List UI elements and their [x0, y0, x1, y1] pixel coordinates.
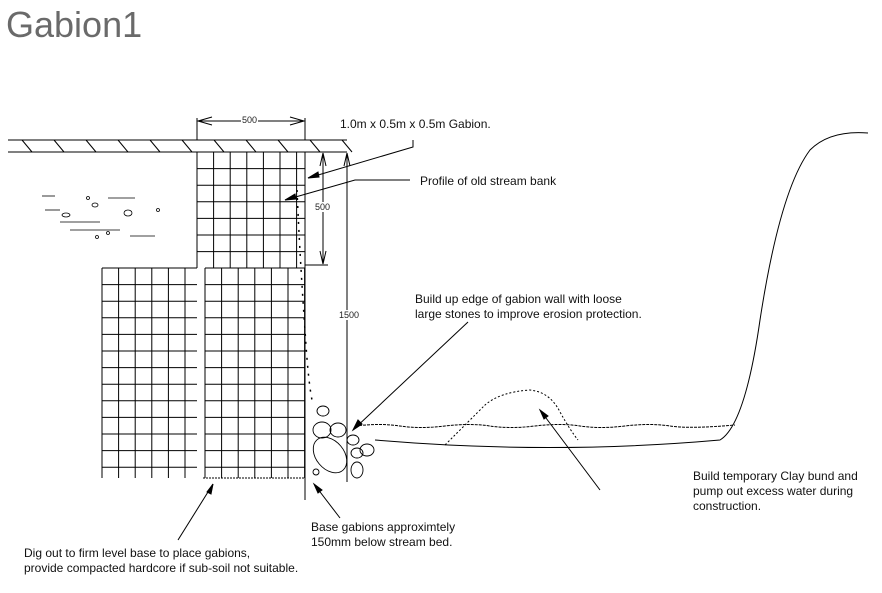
- base-gabions-label: Base gabions approximtely 150mm below st…: [311, 520, 455, 550]
- upper-gabion: [196, 151, 305, 268]
- base-label-line2: 150mm below stream bed.: [311, 535, 453, 549]
- grid-line: [85, 139, 97, 153]
- width-dimension: 500: [241, 115, 259, 125]
- grid-line: [277, 139, 289, 153]
- soil-speckles: [42, 195, 160, 239]
- dimension-lines: [196, 116, 351, 482]
- bund-label-line3: construction.: [693, 499, 762, 513]
- gabion-size-label: 1.0m x 0.5m x 0.5m Gabion.: [340, 117, 491, 131]
- stones: [312, 405, 375, 479]
- lower-gabions: [101, 152, 306, 500]
- base-label-line1: Base gabions approximtely: [311, 520, 456, 534]
- grid-line: [341, 139, 353, 153]
- leader-arrows: [177, 140, 601, 541]
- grid-line: [213, 139, 225, 153]
- grid-line: [117, 139, 129, 153]
- grid-line: [21, 139, 33, 153]
- grid-line: [53, 139, 65, 153]
- old-bank-label: Profile of old stream bank: [420, 174, 557, 188]
- diagram-title: Gabion1: [6, 4, 143, 45]
- dig-label-line1: Dig out to firm level base to place gabi…: [24, 546, 251, 560]
- edge-stones-label: Build up edge of gabion wall with loose …: [415, 292, 642, 322]
- grid-line: [309, 139, 321, 153]
- dig-label-line2: provide compacted hardcore if sub-soil n…: [24, 561, 299, 575]
- total-height-dimension: 1500: [338, 310, 361, 320]
- grid-line: [245, 139, 257, 153]
- edge-label-line2: large stones to improve erosion protecti…: [415, 307, 642, 321]
- bund-label-line1: Build temporary Clay bund and: [693, 469, 858, 483]
- ground-surface: [8, 139, 353, 153]
- grid-line: [181, 139, 193, 153]
- dig-out-label: Dig out to firm level base to place gabi…: [24, 546, 298, 576]
- upper-height-dimension: 500: [314, 202, 332, 212]
- clay-bund-label: Build temporary Clay bund and pump out e…: [693, 469, 858, 514]
- bund-label-line2: pump out excess water during: [693, 484, 854, 498]
- stream: [296, 132, 869, 448]
- edge-label-line1: Build up edge of gabion wall with loose: [415, 292, 622, 306]
- grid-line: [149, 139, 161, 153]
